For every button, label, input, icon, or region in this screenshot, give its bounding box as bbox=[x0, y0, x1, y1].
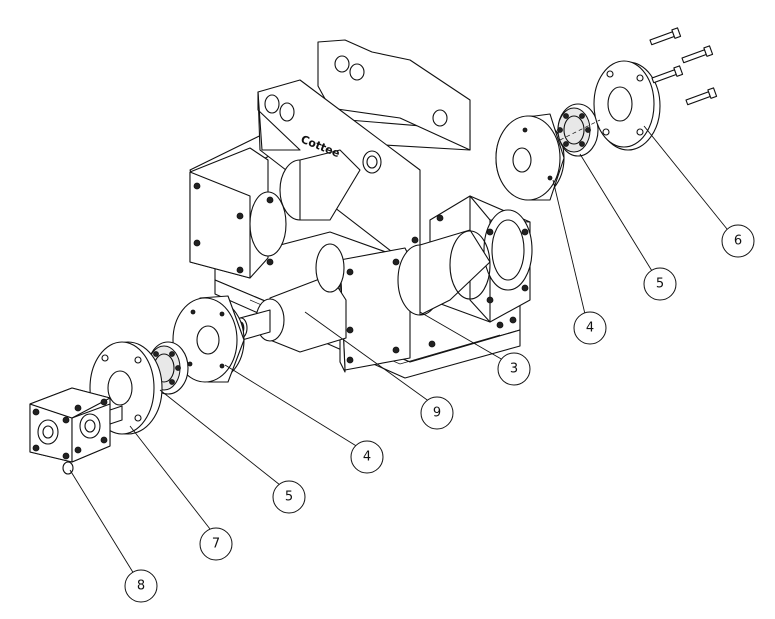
callout-7-label: 7 bbox=[212, 537, 220, 552]
right-bearing-5 bbox=[557, 103, 599, 157]
left-bearing-5 bbox=[147, 341, 189, 395]
hydraulic-motor-8 bbox=[29, 387, 123, 475]
callout-9: 9 bbox=[420, 396, 454, 430]
callout-4-left: 4 bbox=[350, 440, 384, 474]
callout-5-right-label: 5 bbox=[656, 277, 664, 292]
callout-5-left: 5 bbox=[272, 480, 306, 514]
callout-4-right: 4 bbox=[573, 311, 607, 345]
callout-8-label: 8 bbox=[137, 579, 145, 594]
left-flange-4 bbox=[172, 295, 245, 383]
callout-3-label: 3 bbox=[510, 362, 518, 377]
callout-5-left-label: 5 bbox=[285, 490, 293, 505]
callout-3: 3 bbox=[497, 352, 531, 386]
callout-9-label: 9 bbox=[433, 406, 441, 421]
right-bolts bbox=[649, 27, 718, 106]
leader-lines bbox=[69, 125, 728, 575]
callout-4-left-label: 4 bbox=[363, 450, 371, 465]
callout-7: 7 bbox=[199, 527, 233, 561]
right-flange-4 bbox=[495, 113, 565, 201]
frame-bolts bbox=[193, 182, 529, 364]
callout-6: 6 bbox=[721, 224, 755, 258]
callout-6-label: 6 bbox=[734, 234, 742, 249]
callout-8: 8 bbox=[124, 569, 158, 603]
callout-5-right: 5 bbox=[643, 267, 677, 301]
main-frame: Cottee bbox=[189, 39, 533, 379]
callout-4-right-label: 4 bbox=[586, 321, 594, 336]
right-cover-plate-6 bbox=[559, 60, 661, 151]
